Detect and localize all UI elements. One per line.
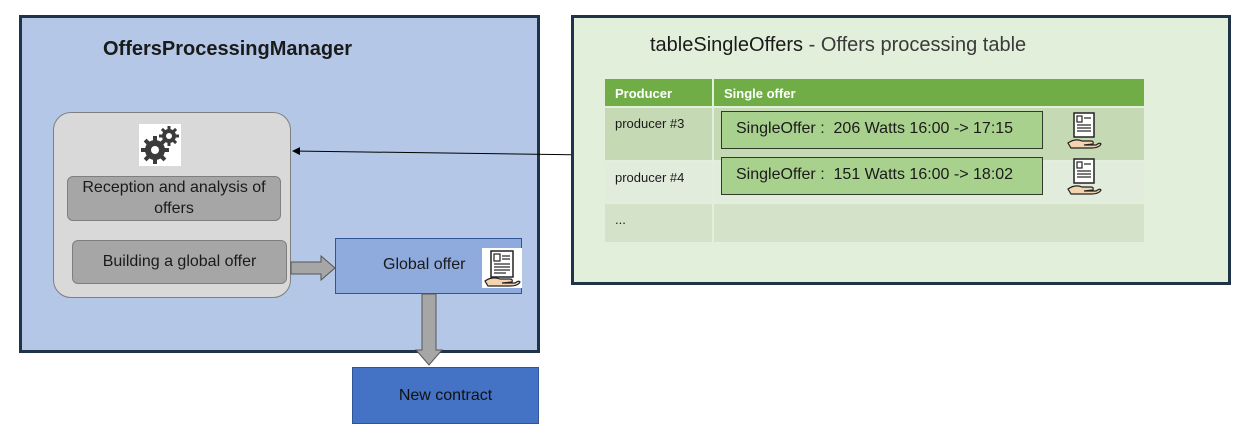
hand-document-icon xyxy=(1067,112,1102,149)
global-offer-label: Global offer xyxy=(383,256,466,273)
single-offer-box: SingleOffer : 206 Watts 16:00 -> 17:15 xyxy=(721,111,1043,149)
hand-document-icon xyxy=(1067,158,1102,195)
gears-icon xyxy=(139,124,181,166)
build-global-offer-box: Building a global offer xyxy=(72,240,287,284)
build-global-offer-label: Building a global offer xyxy=(102,252,257,270)
single-offer-box: SingleOffer : 151 Watts 16:00 -> 18:02 xyxy=(721,157,1043,195)
table-subtitle: - Offers processing table xyxy=(803,34,1027,56)
manager-title: OffersProcessingManager xyxy=(103,38,352,60)
new-contract-label: New contract xyxy=(398,386,493,404)
table-row-producer: producer #4 xyxy=(605,162,712,202)
new-contract-box: New contract xyxy=(352,367,539,424)
reception-analysis-label: Reception and analysis of offers xyxy=(82,178,266,217)
table-name: tableSingleOffers xyxy=(650,34,804,56)
reception-analysis-box: Reception and analysis of offers xyxy=(67,176,281,221)
header-producer: Producer xyxy=(605,79,712,106)
table-title: tableSingleOffers - Offers processing ta… xyxy=(650,34,1026,57)
table-row-producer: ... xyxy=(605,204,712,242)
table-row-producer: producer #3 xyxy=(605,108,712,160)
table-row-offer-cell xyxy=(714,204,1144,242)
header-single-offer: Single offer xyxy=(714,79,1144,106)
hand-document-icon xyxy=(482,248,522,288)
